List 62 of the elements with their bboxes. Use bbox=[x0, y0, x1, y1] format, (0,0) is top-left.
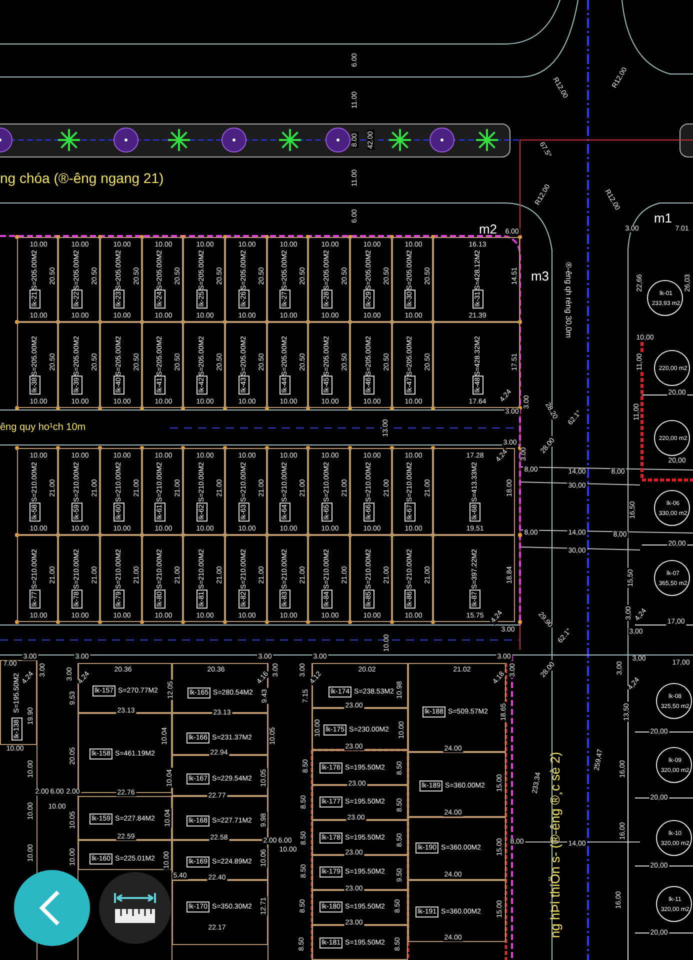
land-lot bbox=[433, 448, 515, 535]
land-lot bbox=[17, 322, 58, 408]
land-lot bbox=[100, 322, 142, 408]
land-lot bbox=[17, 448, 58, 535]
land-lot bbox=[183, 448, 225, 535]
land-lot bbox=[58, 448, 100, 535]
land-lot bbox=[225, 322, 267, 408]
land-lot bbox=[350, 237, 392, 322]
land-lot bbox=[142, 535, 183, 622]
street-name: ng chóa (®-êng ngang 21) bbox=[0, 171, 164, 185]
land-lot bbox=[142, 237, 183, 322]
point-marker-label: m1 bbox=[654, 212, 672, 224]
lot-label-circle bbox=[654, 490, 690, 526]
street-name: ng hÞi thiÖn s- (®-êng ®¸c sè 2) bbox=[548, 752, 562, 938]
land-lot bbox=[433, 237, 520, 322]
lot-label-circle bbox=[654, 350, 690, 386]
land-lot bbox=[433, 535, 515, 622]
land-lot bbox=[308, 322, 350, 408]
lot-label-circle bbox=[656, 820, 692, 856]
land-lot bbox=[142, 322, 183, 408]
land-lot bbox=[58, 322, 100, 408]
land-lot bbox=[58, 237, 100, 322]
land-lot bbox=[183, 535, 225, 622]
land-lot bbox=[267, 322, 308, 408]
land-lot bbox=[392, 237, 433, 322]
land-lot bbox=[225, 535, 267, 622]
lot-label-circle bbox=[656, 683, 692, 719]
land-lot bbox=[17, 535, 58, 622]
street-name: êng quy ho¹ch 10m bbox=[0, 423, 86, 433]
land-lot bbox=[408, 817, 506, 880]
land-lot bbox=[408, 752, 506, 817]
land-lot bbox=[267, 237, 308, 322]
land-lot bbox=[183, 237, 225, 322]
lot-label-circle bbox=[656, 747, 692, 783]
land-lot bbox=[100, 535, 142, 622]
land-lot bbox=[225, 237, 267, 322]
land-lot bbox=[308, 535, 350, 622]
land-lot bbox=[392, 535, 433, 622]
land-lot bbox=[308, 237, 350, 322]
land-lot bbox=[267, 448, 308, 535]
land-lot bbox=[100, 448, 142, 535]
land-lot bbox=[267, 535, 308, 622]
lot-label-circle bbox=[647, 280, 683, 316]
land-lot bbox=[100, 237, 142, 322]
street-name: ®-êng qh réng 30,0m bbox=[564, 262, 572, 338]
lot-label-circle bbox=[656, 886, 692, 922]
land-lot bbox=[58, 535, 100, 622]
point-marker-label: m3 bbox=[530, 270, 550, 282]
land-lot bbox=[308, 448, 350, 535]
land-lot bbox=[392, 448, 433, 535]
land-lot bbox=[350, 535, 392, 622]
point-marker-label: m2 bbox=[478, 222, 498, 236]
land-lot bbox=[142, 448, 183, 535]
land-lot bbox=[225, 448, 267, 535]
land-lot bbox=[350, 448, 392, 535]
land-lot bbox=[392, 322, 433, 408]
lot-label-circle bbox=[654, 420, 690, 456]
lot-label-circle bbox=[654, 560, 690, 596]
land-lot bbox=[17, 237, 58, 322]
land-lot bbox=[408, 880, 506, 942]
land-lot bbox=[183, 322, 225, 408]
land-lot bbox=[350, 322, 392, 408]
